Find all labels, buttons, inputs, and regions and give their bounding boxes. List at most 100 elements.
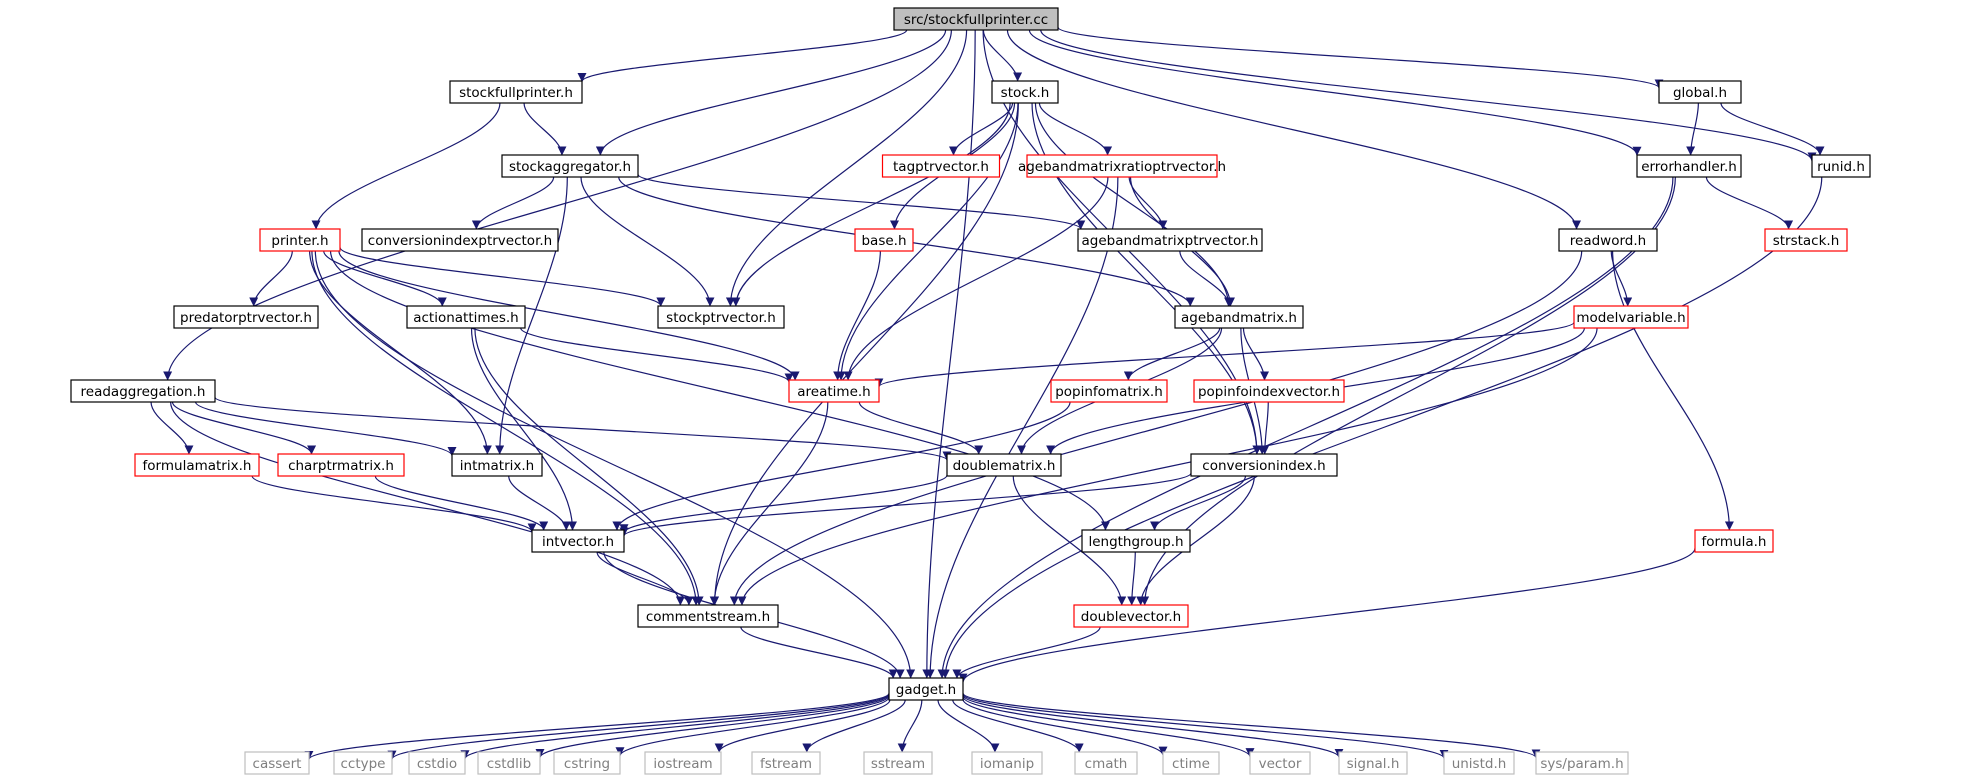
- node-label: intmatrix.h: [460, 458, 534, 474]
- edge-readaggregation_h-to-doublematrix_h: [214, 396, 952, 461]
- node-runid-h[interactable]: runid.h: [1811, 154, 1871, 178]
- node-commentstream-h[interactable]: commentstream.h: [637, 604, 779, 628]
- node-printer-h[interactable]: printer.h: [259, 228, 341, 252]
- node-box: [657, 305, 785, 329]
- edge-stock_h-to-tagptrvector_h: [949, 102, 1014, 156]
- node-box: [1811, 154, 1871, 178]
- node-label: errorhandler.h: [1641, 159, 1737, 175]
- node-box: [1190, 453, 1338, 477]
- edge-stockfullprinter_cc-to-readword_h: [1006, 29, 1581, 230]
- node-areatime-h[interactable]: areatime.h: [788, 379, 880, 403]
- node-label: intvector.h: [542, 534, 614, 550]
- node-box: [946, 453, 1062, 477]
- node-cctype: cctype: [333, 751, 393, 775]
- node-label: printer.h: [271, 233, 328, 249]
- node-gadget-h[interactable]: gadget.h: [888, 677, 964, 701]
- node-strstack-h[interactable]: strstack.h: [1764, 228, 1848, 252]
- node-layer: src/stockfullprinter.cc stockfullprinter.…: [70, 7, 1871, 775]
- node-label: sstream: [871, 756, 925, 772]
- node-box: [173, 305, 319, 329]
- node-box: [1443, 751, 1515, 775]
- edge-conversionindex_h-to-doublevector_h: [1136, 475, 1255, 606]
- node-box: [244, 751, 310, 775]
- node-label: stockaggregator.h: [509, 159, 631, 175]
- node-stockaggregator-h[interactable]: stockaggregator.h: [501, 154, 639, 178]
- node-agebandmatrixptrvector-h[interactable]: agebandmatrixptrvector.h: [1077, 228, 1263, 252]
- node-formulamatrix-h[interactable]: formulamatrix.h: [134, 453, 260, 477]
- node-doublevector-h[interactable]: doublevector.h: [1073, 604, 1189, 628]
- node-box: [1636, 154, 1742, 178]
- edge-stockaggregator_h-to-intmatrix_h: [495, 176, 568, 455]
- node-label: global.h: [1673, 85, 1727, 101]
- node-box: [1658, 80, 1742, 104]
- node-stockptrvector-h[interactable]: stockptrvector.h: [657, 305, 785, 329]
- node-conversionindex-h[interactable]: conversionindex.h: [1190, 453, 1338, 477]
- edge-stockfullprinter_cc-to-stock_h: [982, 29, 1023, 82]
- node-stockfullprinter-h[interactable]: stockfullprinter.h: [449, 80, 583, 104]
- node-label: charptrmatrix.h: [288, 458, 394, 474]
- node-box: [788, 379, 880, 403]
- node-charptrmatrix-h[interactable]: charptrmatrix.h: [277, 453, 405, 477]
- node-popinfomatrix-h[interactable]: popinfomatrix.h: [1050, 379, 1168, 403]
- node-formula-h[interactable]: formula.h: [1694, 529, 1774, 553]
- edge-gadget_h-to-vector: [962, 696, 1255, 758]
- node-box: [408, 751, 466, 775]
- edge-stockaggregator_h-to-agebandmatrixptrvector_h: [637, 173, 1086, 230]
- node-lengthgroup-h[interactable]: lengthgroup.h: [1081, 529, 1191, 553]
- node-label: ctime: [1172, 756, 1210, 772]
- node-readword-h[interactable]: readword.h: [1558, 228, 1658, 252]
- node-global-h[interactable]: global.h: [1658, 80, 1742, 104]
- node-vector: vector: [1249, 751, 1311, 775]
- edge-intmatrix_h-to-intvector_h: [508, 475, 571, 531]
- node-label: signal.h: [1347, 756, 1400, 772]
- node-modelvariable-h[interactable]: modelvariable.h: [1573, 305, 1689, 329]
- edge-gadget_h-to-cstdlib: [535, 695, 890, 759]
- edge-doublematrix_h-to-intvector_h: [619, 474, 948, 534]
- node-actionattimes-h[interactable]: actionattimes.h: [406, 305, 526, 329]
- node-box: [637, 604, 779, 628]
- node-label: formula.h: [1702, 534, 1767, 550]
- node-sstream: sstream: [863, 751, 933, 775]
- node-errorhandler-h[interactable]: errorhandler.h: [1636, 154, 1742, 178]
- node-stock-h[interactable]: stock.h: [991, 80, 1059, 104]
- node-tagptrvector-h[interactable]: tagptrvector.h: [881, 154, 1001, 178]
- node-box: [333, 751, 393, 775]
- edge-stock_h-to-commentstream_h: [710, 102, 1019, 606]
- edge-gadget_h-to-cstring: [615, 696, 890, 757]
- node-box: [553, 751, 621, 775]
- node-ctime: ctime: [1162, 751, 1220, 775]
- node-predatorptrvector-h[interactable]: predatorptrvector.h: [173, 305, 319, 329]
- node-box: [991, 80, 1059, 104]
- node-intvector-h[interactable]: intvector.h: [531, 529, 625, 553]
- edge-gadget_h-to-fstream: [802, 699, 906, 753]
- node-base-h[interactable]: base.h: [854, 228, 914, 252]
- node-box: [1338, 751, 1408, 775]
- edge-printer_h-to-commentstream_h: [311, 250, 701, 606]
- node-intmatrix-h[interactable]: intmatrix.h: [451, 453, 543, 477]
- edge-lengthgroup_h-to-doublevector_h: [1127, 551, 1137, 606]
- node-label: agebandmatrixptrvector.h: [1082, 233, 1259, 249]
- node-box: [531, 529, 625, 553]
- edge-gadget_h-to-signal_h: [962, 694, 1344, 758]
- edge-gadget_h-to-sstream: [897, 699, 923, 753]
- edge-areatime_h-to-doublematrix_h: [858, 401, 984, 455]
- edge-printer_h-to-predatorptrvector_h: [249, 250, 293, 307]
- edge-readaggregation_h-to-charptrmatrix_h: [171, 401, 317, 455]
- node-conversionindexptrvector-h[interactable]: conversionindexptrvector.h: [361, 228, 559, 252]
- node-label: unistd.h: [1452, 756, 1507, 772]
- node-box: [888, 677, 964, 701]
- node-box: [449, 80, 583, 104]
- node-agebandmatrixratioptrvector-h[interactable]: agebandmatrixratioptrvector.h: [1018, 154, 1226, 178]
- node-stockfullprinter-cc[interactable]: src/stockfullprinter.cc: [893, 7, 1059, 31]
- edge-doublevector_h-to-gadget_h: [952, 626, 1101, 679]
- node-popinfoindexvector-h[interactable]: popinfoindexvector.h: [1193, 379, 1345, 403]
- node-readaggregation-h[interactable]: readaggregation.h: [70, 379, 216, 403]
- node-agebandmatrix-h[interactable]: agebandmatrix.h: [1174, 305, 1304, 329]
- edge-readword_h-to-modelvariable_h: [1610, 250, 1633, 307]
- edge-printer_h-to-intmatrix_h: [309, 250, 492, 455]
- edge-stock_h-to-agebandmatrixratioptrvector_h: [1038, 102, 1113, 156]
- node-box: [854, 228, 914, 252]
- edge-intvector_h-to-commentstream_h: [596, 551, 694, 606]
- edge-errorhandler_h-to-strstack_h: [1705, 176, 1794, 230]
- node-doublematrix-h[interactable]: doublematrix.h: [946, 453, 1062, 477]
